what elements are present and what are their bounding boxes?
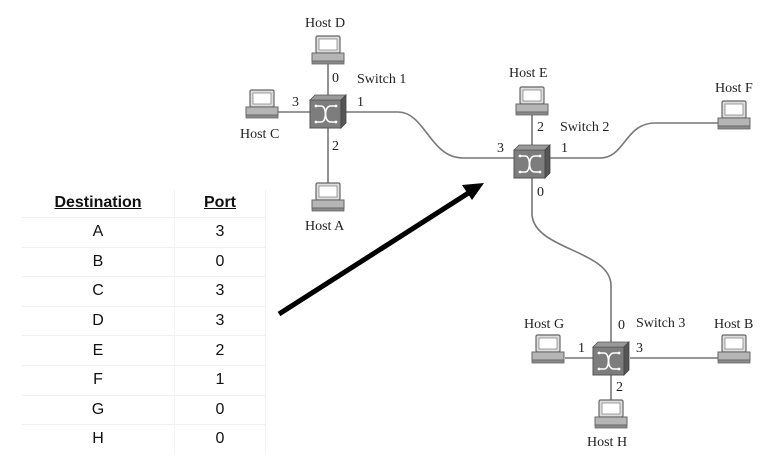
switch-2-port-2: 2	[537, 120, 544, 135]
host-f[interactable]: Host F	[715, 81, 753, 130]
host-g[interactable]: Host G	[524, 317, 565, 364]
switch-3-port-3: 3	[636, 341, 643, 356]
host-g-label: Host G	[524, 317, 564, 332]
host-b[interactable]: Host B	[714, 317, 753, 364]
switch-2-port-3: 3	[497, 141, 504, 156]
switch-icon	[592, 341, 630, 376]
port-cell: 3	[174, 217, 266, 248]
table-header-row: Destination Port	[22, 189, 266, 218]
destination-cell: F	[22, 364, 175, 396]
host-a-label: Host A	[305, 219, 345, 234]
port-cell: 0	[174, 246, 266, 277]
computer-icon	[311, 182, 345, 212]
host-c-label: Host C	[240, 127, 279, 142]
destination-cell: C	[22, 276, 175, 307]
switch-icon	[513, 144, 551, 179]
destination-cell: D	[22, 305, 175, 336]
computer-icon	[717, 334, 751, 364]
destination-cell: A	[22, 217, 175, 248]
link-s1-s2	[346, 111, 514, 159]
host-c[interactable]: Host C	[240, 89, 279, 142]
destination-cell: G	[22, 394, 175, 425]
switch-2[interactable]: Switch 2 0 1 2 3	[497, 120, 609, 200]
port-cell: 3	[174, 305, 266, 336]
column-header-destination: Destination	[54, 194, 142, 211]
port-cell: 3	[174, 276, 266, 307]
switch-1-port-0: 0	[332, 71, 339, 86]
host-e[interactable]: Host E	[509, 66, 549, 116]
switch-1-label: Switch 1	[357, 72, 406, 87]
host-b-label: Host B	[714, 317, 753, 332]
host-d-label: Host D	[305, 16, 345, 31]
pointer-arrow	[277, 183, 484, 317]
destination-cell: B	[22, 246, 175, 277]
switch-1-port-2: 2	[332, 139, 339, 154]
destination-cell: H	[22, 424, 175, 454]
switch-1-port-1: 1	[357, 95, 364, 110]
host-h[interactable]: Host H	[587, 399, 628, 450]
link-s2-s3	[531, 178, 612, 342]
computer-icon	[594, 399, 628, 429]
column-header-port: Port	[174, 189, 266, 218]
port-cell: 0	[174, 424, 266, 454]
host-a[interactable]: Host A	[305, 182, 345, 234]
switch-3-label: Switch 3	[636, 316, 685, 331]
switch-icon	[309, 94, 347, 129]
arrow-shaft	[277, 189, 472, 317]
computer-icon	[531, 334, 565, 364]
arrowhead-icon	[462, 183, 484, 200]
computer-icon	[515, 86, 549, 116]
switch-3[interactable]: Switch 3 0 1 2 3	[578, 316, 685, 395]
destination-cell: E	[22, 335, 175, 366]
host-f-label: Host F	[715, 81, 753, 96]
switch-3-port-1: 1	[578, 341, 585, 356]
computer-icon	[311, 35, 345, 65]
switch-3-port-0: 0	[618, 318, 625, 333]
host-d[interactable]: Host D	[305, 16, 345, 65]
switch-2-port-0: 0	[537, 185, 544, 200]
port-cell: 0	[174, 394, 266, 425]
switch-1-port-3: 3	[292, 95, 299, 110]
switch-2-label: Switch 2	[560, 120, 609, 135]
switch-1[interactable]: Switch 1 0 1 2 3	[292, 71, 406, 154]
computer-icon	[717, 100, 751, 130]
host-h-label: Host H	[587, 435, 627, 450]
links	[278, 63, 718, 400]
switch-3-port-2: 2	[616, 380, 623, 395]
port-cell: 1	[174, 364, 266, 396]
switch-2-port-1: 1	[561, 141, 568, 156]
host-e-label: Host E	[509, 66, 548, 81]
computer-icon	[245, 89, 279, 119]
link-s2-hostF	[548, 122, 718, 159]
port-cell: 2	[174, 335, 266, 366]
